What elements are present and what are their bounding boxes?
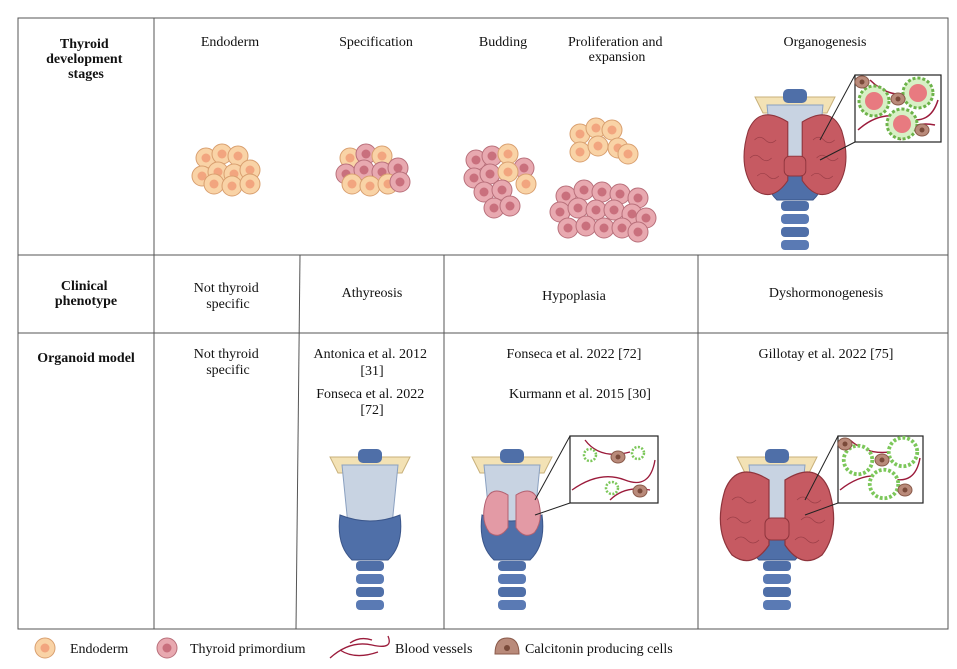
- row-header-organoid: Organoid model: [37, 351, 135, 366]
- phenotype-not-specific-line: Not thyroid: [194, 281, 259, 296]
- model-antonica-line: [31]: [360, 364, 383, 379]
- legend-calcitonin-icon: [494, 637, 520, 655]
- model-antonica-line: Antonica et al. 2012: [313, 347, 427, 362]
- proliferation-cluster-bottom: [549, 179, 657, 243]
- organogenesis-inset: [819, 74, 942, 161]
- table-grid: [17, 17, 949, 630]
- row-header-phenotype-line: phenotype: [55, 294, 117, 309]
- legend-vessels-label: Blood vessels: [395, 642, 472, 657]
- phenotype-not-specific: Not thyroid specific: [194, 281, 262, 312]
- model-not-specific-line: specific: [206, 363, 250, 378]
- proliferation-cluster-top: [569, 117, 639, 165]
- legend-calcitonin-label: Calcitonin producing cells: [525, 642, 673, 657]
- model-fonseca-col3: Fonseca et al. 2022 [72]: [507, 347, 642, 362]
- model-antonica: Antonica et al. 2012 [31]: [313, 347, 430, 379]
- legend-endoderm-icon: [34, 637, 56, 659]
- phenotype-dyshormonogenesis: Dyshormonogenesis: [769, 286, 883, 301]
- model-gillotay: Gillotay et al. 2022 [75]: [759, 347, 894, 362]
- model-not-specific: Not thyroid specific: [194, 347, 262, 378]
- legend-vessels-icon: [329, 635, 390, 659]
- hypoplasia-inset: [534, 435, 659, 516]
- phenotype-athyreosis: Athyreosis: [342, 286, 403, 301]
- stage-organogenesis: Organogenesis: [784, 35, 867, 50]
- stage-proliferation: Proliferation and expansion: [568, 35, 666, 65]
- specification-cluster: [335, 143, 411, 197]
- phenotype-not-specific-line: specific: [206, 297, 250, 312]
- organogenesis-thyroid: [743, 88, 847, 251]
- row-header-phenotype-line: Clinical: [61, 279, 108, 294]
- endoderm-cluster: [191, 143, 261, 197]
- model-fonseca-col2-line: Fonseca et al. 2022: [316, 387, 424, 402]
- row-header-stages: Thyroid development stages: [46, 37, 126, 82]
- model-not-specific-line: Not thyroid: [194, 347, 259, 362]
- legend-primordium-icon: [156, 637, 178, 659]
- legend-primordium-label: Thyroid primordium: [190, 642, 306, 657]
- athyreosis-trachea: [329, 448, 411, 611]
- legend-endoderm-label: Endoderm: [70, 642, 128, 657]
- dyshormonogenesis-thyroid: [719, 448, 835, 611]
- row-header-stages-line: Thyroid: [60, 37, 109, 52]
- budding-cluster: [463, 143, 537, 219]
- phenotype-hypoplasia: Hypoplasia: [542, 289, 607, 304]
- stage-endoderm: Endoderm: [201, 35, 259, 50]
- stage-specification: Specification: [339, 35, 413, 50]
- stage-proliferation-line: expansion: [589, 50, 646, 65]
- model-fonseca-col2: Fonseca et al. 2022 [72]: [316, 387, 428, 418]
- model-kurmann: Kurmann et al. 2015 [30]: [509, 387, 651, 402]
- row-header-phenotype: Clinical phenotype: [55, 279, 117, 309]
- row-header-stages-line: stages: [68, 67, 104, 82]
- stage-proliferation-line: Proliferation and: [568, 35, 662, 50]
- row-header-stages-line: development: [46, 52, 123, 67]
- model-fonseca-col2-line: [72]: [360, 403, 383, 418]
- legend: Endoderm Thyroid primordium Blood vessel…: [34, 635, 673, 659]
- stage-budding: Budding: [479, 35, 527, 50]
- hypoplasia-thyroid: [471, 448, 553, 611]
- dyshormonogenesis-inset: [804, 435, 924, 516]
